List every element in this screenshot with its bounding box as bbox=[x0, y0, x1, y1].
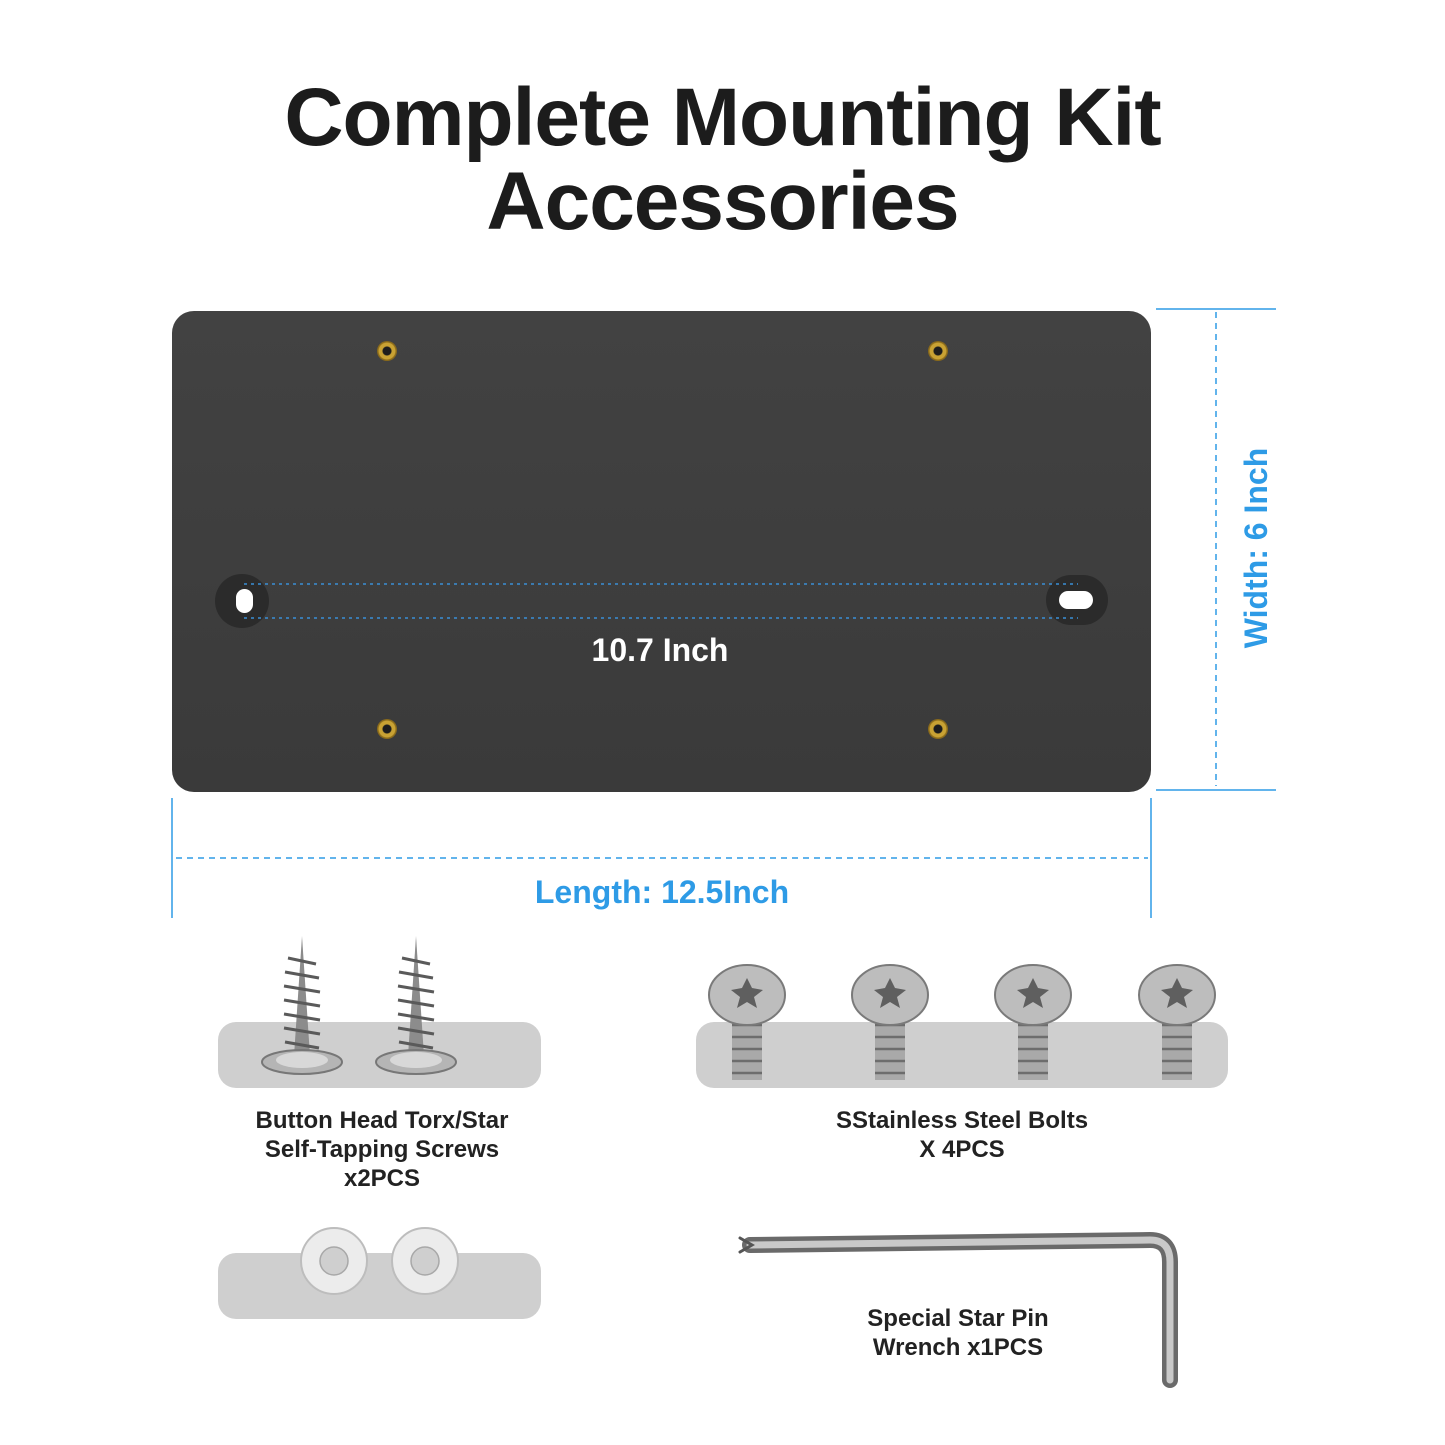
mounting-plate bbox=[172, 311, 1151, 792]
length-dimension-label: Length: 12.5Inch bbox=[534, 874, 790, 910]
bolts-caption-line-1: SStainless Steel Bolts bbox=[835, 1107, 1089, 1134]
screws-caption: Button Head Torx/Star Self-Tapping Screw… bbox=[200, 1106, 564, 1193]
washer-icon bbox=[300, 1227, 368, 1295]
torx-bolt-icon bbox=[851, 964, 929, 1080]
page-title-line-1: Complete Mounting Kit bbox=[284, 72, 1161, 163]
width-dimension bbox=[1156, 308, 1276, 791]
screws-caption-line-3: x2PCS bbox=[343, 1165, 421, 1192]
plate-insert-hole bbox=[377, 719, 397, 739]
left-mount-hole-opening bbox=[236, 589, 253, 613]
bolts-tray bbox=[696, 1022, 1228, 1088]
page-title-line-2: Accessories bbox=[486, 156, 959, 247]
screws-caption-line-1: Button Head Torx/Star bbox=[255, 1107, 509, 1134]
self-tapping-screw-icon bbox=[375, 936, 457, 1075]
torx-bolt-icon bbox=[1138, 964, 1216, 1080]
plate-insert-hole bbox=[928, 341, 948, 361]
right-mount-slot-opening bbox=[1059, 591, 1093, 609]
hole-spacing-label: 10.7 Inch bbox=[591, 632, 729, 668]
bolts-caption-line-2: X 4PCS bbox=[919, 1136, 1005, 1163]
self-tapping-screw-icon bbox=[261, 936, 343, 1075]
width-dimension-label: Width: 6 Inch bbox=[1238, 447, 1274, 649]
length-dimension bbox=[171, 798, 1152, 918]
star-wrench-icon bbox=[738, 1231, 1178, 1388]
plate-insert-hole bbox=[377, 341, 397, 361]
wrench-caption-line-2: Wrench x1PCS bbox=[872, 1334, 1044, 1361]
screws-caption-line-2: Self-Tapping Screws bbox=[264, 1136, 500, 1163]
bolts-caption: SStainless Steel Bolts X 4PCS bbox=[782, 1106, 1142, 1164]
screws-tray bbox=[218, 1022, 541, 1088]
torx-bolt-icon bbox=[708, 964, 786, 1080]
torx-bolt-icon bbox=[994, 964, 1072, 1080]
plate-insert-hole bbox=[928, 719, 948, 739]
hole-spacing-guide bbox=[244, 583, 1078, 619]
washers-tray bbox=[218, 1253, 541, 1319]
wrench-caption-line-1: Special Star Pin bbox=[867, 1305, 1049, 1332]
washer-icon bbox=[391, 1227, 459, 1295]
wrench-caption: Special Star Pin Wrench x1PCS bbox=[828, 1304, 1088, 1362]
